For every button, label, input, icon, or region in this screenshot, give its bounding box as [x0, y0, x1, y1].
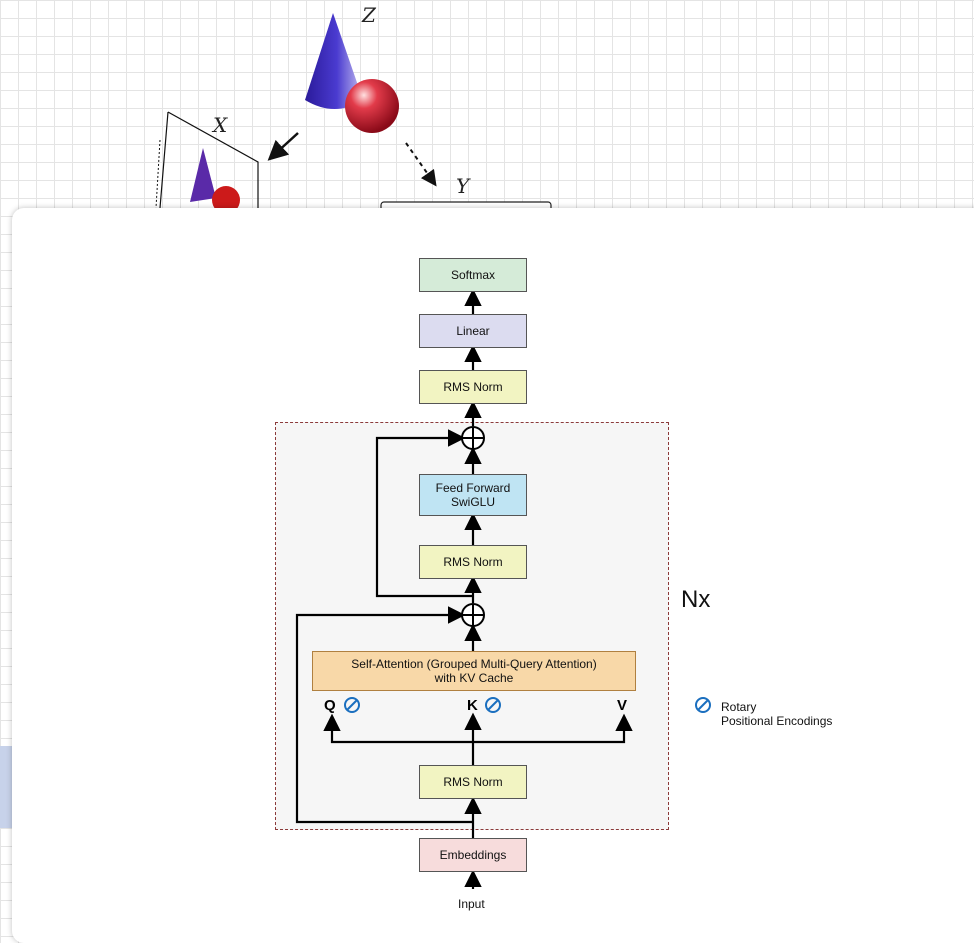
rms-norm-ffn-block: RMS Norm — [419, 545, 527, 579]
axis-y-label: Y — [456, 174, 471, 198]
self-attention-label-2: with KV Cache — [434, 671, 514, 685]
input-label: Input — [458, 897, 485, 911]
softmax-label: Softmax — [450, 268, 495, 282]
softmax-block: Softmax — [419, 258, 527, 292]
background-side-tab — [0, 746, 12, 828]
rms-norm-final-label: RMS Norm — [443, 380, 503, 394]
q-label: Q — [324, 697, 336, 714]
axis-z-label: Z — [361, 3, 377, 27]
feed-forward-label-2: SwiGLU — [450, 495, 495, 509]
sphere-shape — [345, 79, 399, 133]
feed-forward-label-1: Feed Forward — [435, 481, 511, 495]
rotary-icon-legend — [695, 697, 711, 713]
rms-norm-final-block: RMS Norm — [419, 370, 527, 404]
embeddings-label: Embeddings — [439, 848, 507, 862]
linear-label: Linear — [456, 324, 490, 338]
self-attention-label-1: Self-Attention (Grouped Multi-Query Atte… — [351, 657, 597, 671]
linear-block: Linear — [419, 314, 527, 348]
rms-norm-attn-block: RMS Norm — [419, 765, 527, 799]
rotary-legend-line-2: Positional Encodings — [721, 714, 833, 728]
k-label: K — [467, 697, 478, 714]
axis-x-label: X — [211, 113, 228, 137]
rotary-legend: Rotary Positional Encodings — [721, 700, 832, 728]
rotary-legend-line-1: Rotary — [721, 700, 757, 714]
embeddings-block: Embeddings — [419, 838, 527, 872]
feed-forward-block: Feed Forward SwiGLU — [419, 474, 527, 516]
rms-norm-attn-label: RMS Norm — [443, 775, 503, 789]
self-attention-block: Self-Attention (Grouped Multi-Query Atte… — [312, 651, 636, 691]
nx-repeat-label: Nx — [681, 586, 711, 613]
add-node-1 — [461, 603, 485, 627]
rotary-icon-k — [485, 697, 501, 713]
rotary-icon-q — [344, 697, 360, 713]
v-label: V — [617, 697, 628, 714]
rms-norm-ffn-label: RMS Norm — [443, 555, 503, 569]
cone-shape — [305, 13, 363, 109]
add-node-2 — [461, 426, 485, 450]
